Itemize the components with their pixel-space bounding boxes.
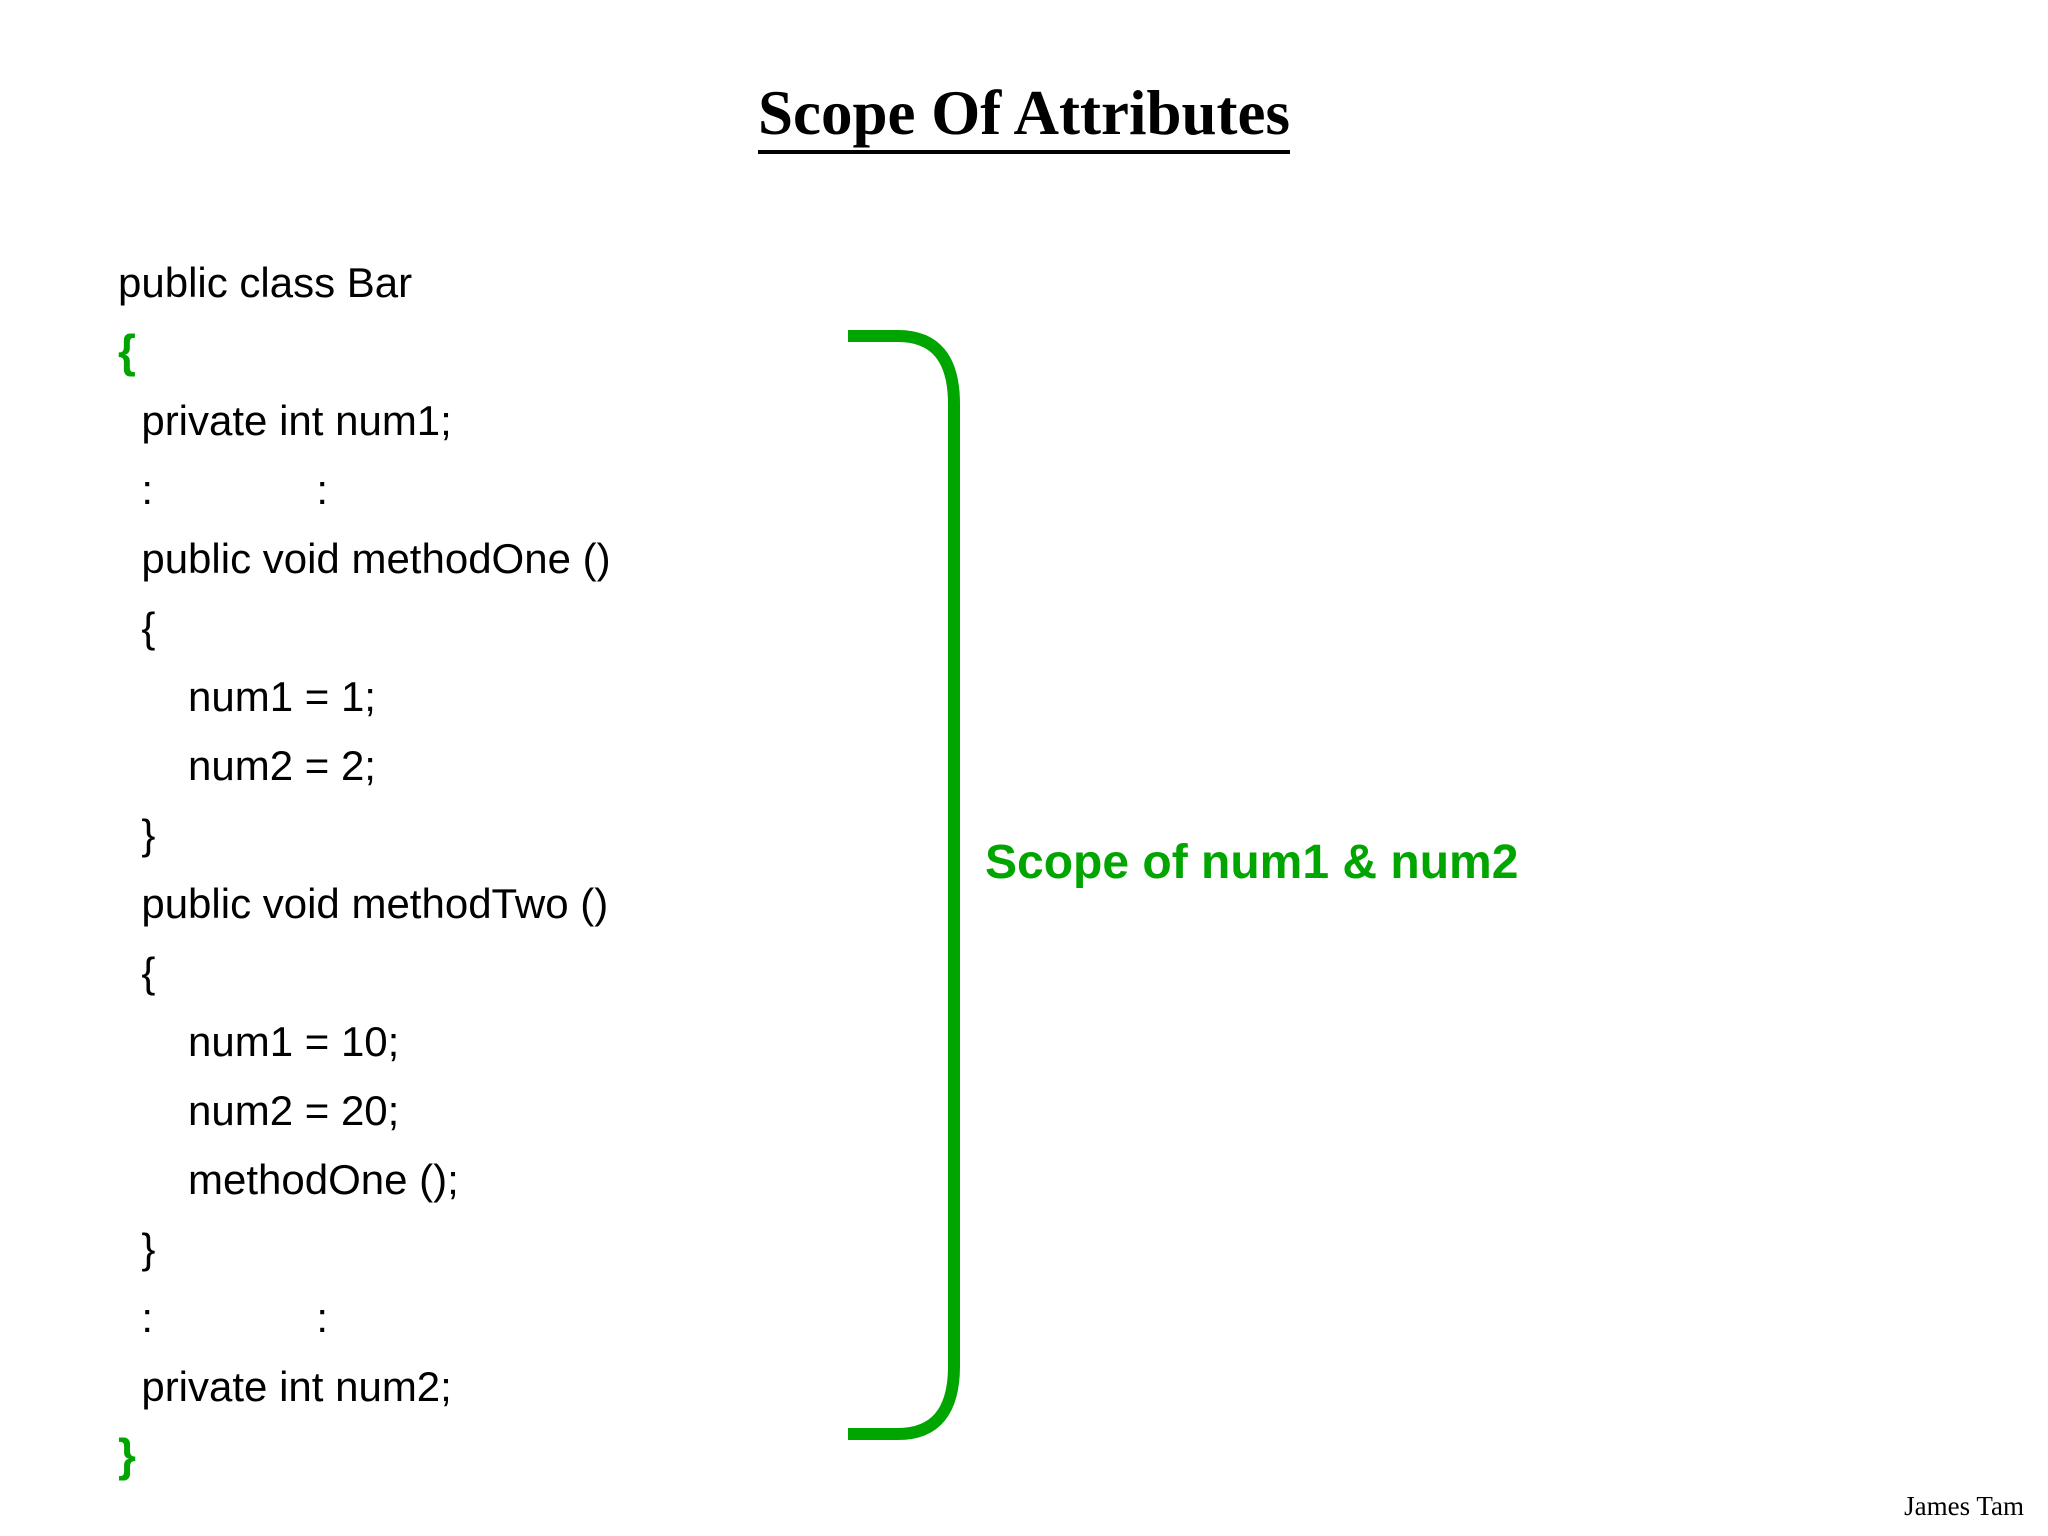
code-line: { [118,604,156,651]
code-line: : : [118,466,329,513]
code-line: num1 = 1; [118,673,376,720]
code-line: public void methodTwo () [118,880,609,927]
code-line: private int num2; [118,1363,452,1410]
code-line: num1 = 10; [118,1018,400,1065]
code-line: num2 = 20; [118,1087,400,1134]
footer-author: James Tam [1904,1491,2024,1521]
code-line: } [118,1429,136,1481]
code-line: public class Bar [118,259,413,306]
scope-annotation-label: Scope of num1 & num2 [985,836,1519,889]
code-line: num2 = 2; [118,742,376,789]
code-line: private int num1; [118,397,452,444]
code-line: public void methodOne () [118,535,611,582]
code-line: { [118,949,156,996]
code-line: methodOne (); [118,1156,459,1203]
code-listing: public class Bar{ private int num1; : : … [118,248,898,1490]
page-title: Scope Of Attributes [0,78,2048,154]
page-title-text: Scope Of Attributes [758,78,1290,154]
code-line: } [118,811,156,858]
code-line: } [118,1225,156,1272]
code-line: : : [118,1294,329,1341]
code-line: { [118,325,136,377]
